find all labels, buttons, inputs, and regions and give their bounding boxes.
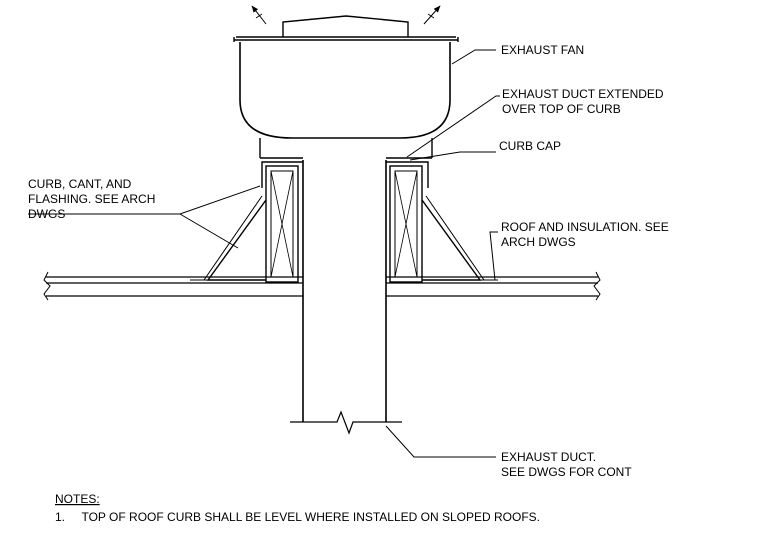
label-curb-cap: CURB CAP xyxy=(499,139,561,153)
label-exhaust-duct-line1: EXHAUST DUCT. xyxy=(501,450,596,464)
notes-heading: NOTES: xyxy=(55,492,100,506)
exhaust-airflow-arrows xyxy=(251,5,441,25)
note-item-1: 1. TOP OF ROOF CURB SHALL BE LEVEL WHERE… xyxy=(55,510,540,524)
label-roof-insulation-line2: ARCH DWGS xyxy=(501,235,576,249)
label-exhaust-fan: EXHAUST FAN xyxy=(501,43,584,57)
leader-lines xyxy=(28,49,500,458)
label-exhaust-duct-line2: SEE DWGS FOR CONT xyxy=(501,465,632,479)
label-duct-extended-line2: OVER TOP OF CURB xyxy=(502,102,621,116)
label-roof-insulation-line1: ROOF AND INSULATION. SEE xyxy=(501,220,669,234)
label-curb-cant-line1: CURB, CANT, AND xyxy=(28,177,132,191)
exhaust-fan xyxy=(233,15,459,158)
left-curb xyxy=(190,165,299,283)
label-curb-cant-line2: FLASHING. SEE ARCH xyxy=(28,192,155,206)
label-curb-cant-line3: DWGS xyxy=(28,207,65,221)
exhaust-duct xyxy=(290,160,402,435)
roof-deck xyxy=(43,271,601,301)
curb-cap xyxy=(260,157,432,188)
label-duct-extended-line1: EXHAUST DUCT EXTENDED xyxy=(502,87,664,101)
right-curb xyxy=(389,165,498,283)
